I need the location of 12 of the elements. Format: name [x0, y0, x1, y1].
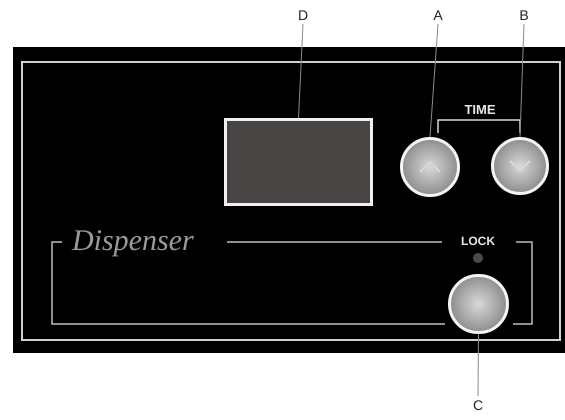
panel-label: LOCK: [460, 233, 496, 250]
leader-line: [478, 334, 479, 396]
panel-label: TIME: [463, 101, 497, 119]
callout-letter: C: [471, 396, 485, 414]
leader-line: [298, 24, 304, 118]
leader-line: [520, 24, 524, 138]
callout-letter: D: [296, 6, 310, 24]
display-screen: [224, 118, 373, 206]
callout-letter: A: [431, 6, 445, 24]
callout-letter: B: [517, 6, 531, 24]
panel-title: Dispenser: [72, 226, 195, 256]
leader-line: [430, 24, 438, 138]
